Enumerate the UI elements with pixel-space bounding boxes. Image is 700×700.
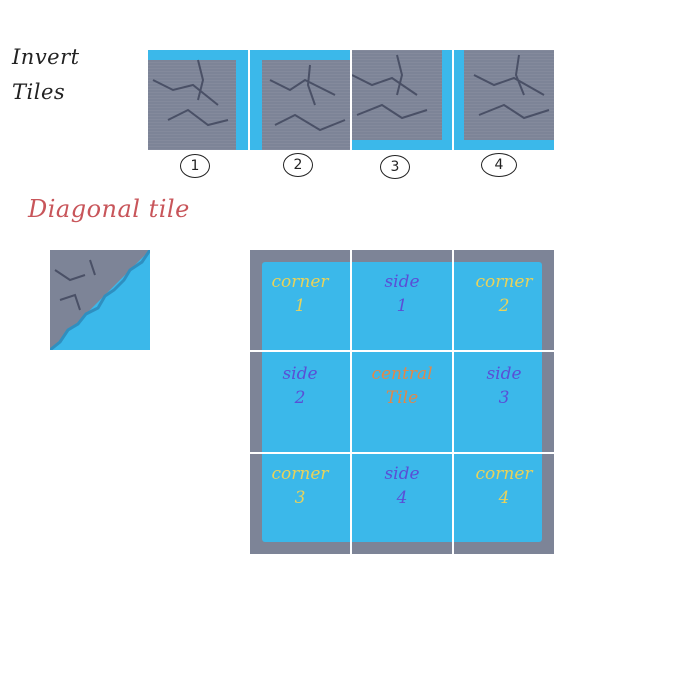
invert-tile-2 xyxy=(250,50,350,150)
invert-tile-number-3: 3 xyxy=(380,155,410,179)
invert-title-line-1: Invert xyxy=(12,45,80,69)
invert-title-line-2: Tiles xyxy=(12,80,66,104)
invert-tile-number-1: 1 xyxy=(180,154,210,178)
diagonal-tile-title: Diagonal tile xyxy=(28,195,190,223)
grid-water-area xyxy=(262,262,542,542)
invert-tile-number-4: 4 xyxy=(481,153,517,177)
invert-tiles-title: Invert Tiles xyxy=(12,40,122,110)
invert-tile-number-2: 2 xyxy=(283,153,313,177)
diagonal-tile xyxy=(50,250,150,350)
invert-tile-3 xyxy=(352,50,452,150)
invert-tile-1 xyxy=(148,50,248,150)
invert-tile-4 xyxy=(454,50,554,150)
